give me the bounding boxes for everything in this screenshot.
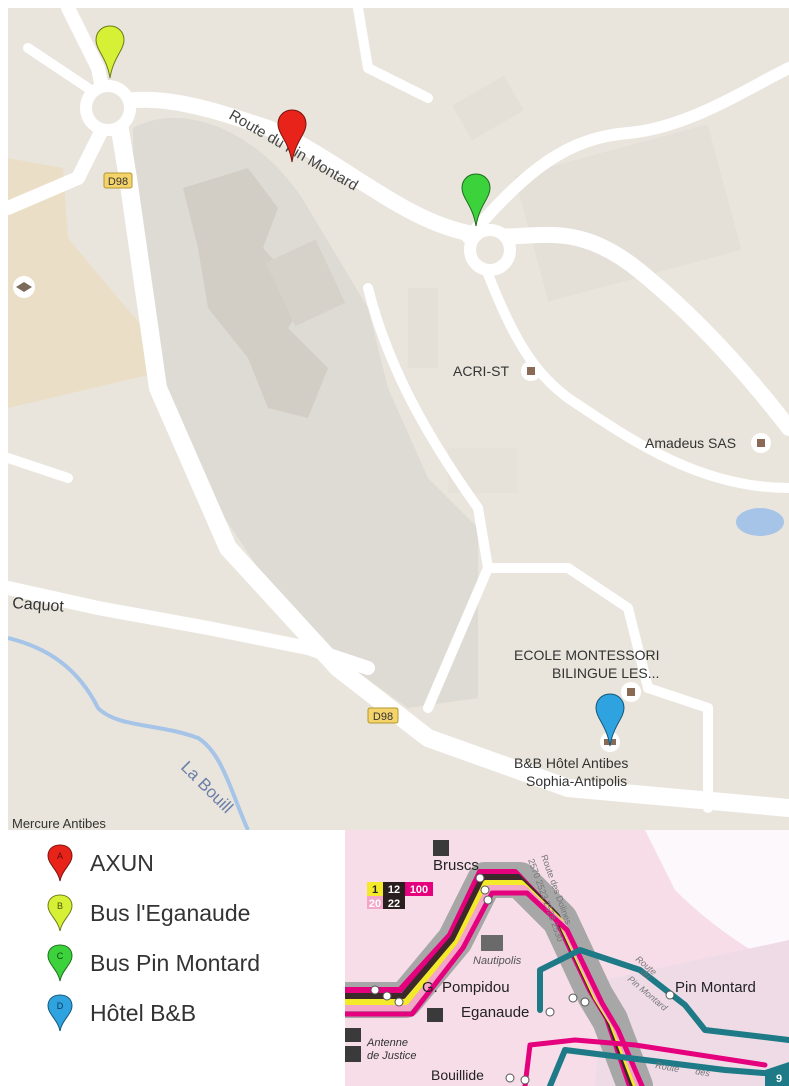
pin-d-icon: D xyxy=(47,994,73,1032)
school-icon xyxy=(16,282,32,292)
badge-20: 20 xyxy=(369,898,381,910)
svg-text:D: D xyxy=(57,1001,64,1011)
stop-bouillide: Bouillide xyxy=(431,1067,484,1083)
stop-pompidou: G. Pompidou xyxy=(422,979,510,996)
transit-map: 1 12 100 20 22 9 Bruscs Nautipolis G. Po… xyxy=(345,830,789,1086)
place-bb-2: Sophia-Antipolis xyxy=(526,773,627,789)
badge-100: 100 xyxy=(410,884,428,896)
amadeus-icon xyxy=(757,439,765,447)
legend-label-a: AXUN xyxy=(90,849,154,876)
acri-icon xyxy=(527,367,535,375)
svg-text:A: A xyxy=(57,851,63,861)
badge-12: 12 xyxy=(388,884,400,896)
walker-icon-2 xyxy=(427,1008,443,1022)
roundabout-north xyxy=(80,80,136,136)
map-view[interactable]: Route du Pin Montard D98 D98 Caquot La B… xyxy=(8,8,789,830)
river xyxy=(8,636,250,830)
info-icon xyxy=(345,1028,361,1042)
svg-text:C: C xyxy=(57,951,64,961)
stop-bruscs: Bruscs xyxy=(433,857,479,874)
label-antenne-2: de Justice xyxy=(367,1050,417,1062)
road-label-d98-north: D98 xyxy=(108,176,128,188)
legend-label-c: Bus Pin Montard xyxy=(90,949,261,976)
road-route-des-1: Route xyxy=(655,1060,680,1074)
marker-d-icon[interactable] xyxy=(595,693,625,747)
pin-a-icon: A xyxy=(47,844,73,882)
pool-icon xyxy=(481,935,503,951)
road-label-caquot: Caquot xyxy=(12,595,65,616)
place-amadeus: Amadeus SAS xyxy=(645,435,736,451)
building-main xyxy=(183,168,328,418)
stop-pin-montard: Pin Montard xyxy=(675,979,756,996)
ecole-icon xyxy=(627,688,635,696)
walker-icon xyxy=(433,840,449,856)
marker-a-icon[interactable] xyxy=(277,109,307,163)
legend-label-d: Hôtel B&B xyxy=(90,999,197,1026)
place-ecole-2: BILINGUE LES... xyxy=(552,665,659,681)
pond xyxy=(736,508,784,536)
label-antenne-1: Antenne xyxy=(366,1037,408,1049)
place-bb-1: B&B Hôtel Antibes xyxy=(514,755,628,771)
place-ecole-1: ECOLE MONTESSORI xyxy=(514,647,659,663)
legend-item-a: A AXUN xyxy=(46,843,154,883)
pin-b-icon: B xyxy=(47,894,73,932)
road-label-d98-south: D98 xyxy=(373,711,393,723)
roundabout-east xyxy=(464,224,516,276)
justice-icon xyxy=(345,1046,361,1062)
map-legend: A AXUN B Bus l'Eganaude C Bus Pin Montar… xyxy=(0,830,345,1086)
campus-area xyxy=(8,158,178,408)
badge-1: 1 xyxy=(372,884,378,896)
pin-c-icon: C xyxy=(47,944,73,982)
svg-text:B: B xyxy=(57,901,63,911)
badge-22: 22 xyxy=(388,898,400,910)
place-acri: ACRI-ST xyxy=(453,363,509,379)
badge-9: 9 xyxy=(776,1073,782,1085)
road-pin-2: du xyxy=(639,967,653,981)
legend-item-b: B Bus l'Eganaude xyxy=(46,893,250,933)
stop-eganaude: Eganaude xyxy=(461,1004,529,1021)
legend-label-b: Bus l'Eganaude xyxy=(90,899,251,926)
road-route-des-2: des xyxy=(695,1066,712,1078)
legend-item-c: C Bus Pin Montard xyxy=(46,943,260,983)
legend-item-d: D Hôtel B&B xyxy=(46,993,196,1033)
marker-b-icon[interactable] xyxy=(95,25,125,79)
marker-c-icon[interactable] xyxy=(461,173,491,227)
place-mercure: Mercure Antibes xyxy=(12,816,106,830)
label-nautipolis: Nautipolis xyxy=(473,955,522,967)
